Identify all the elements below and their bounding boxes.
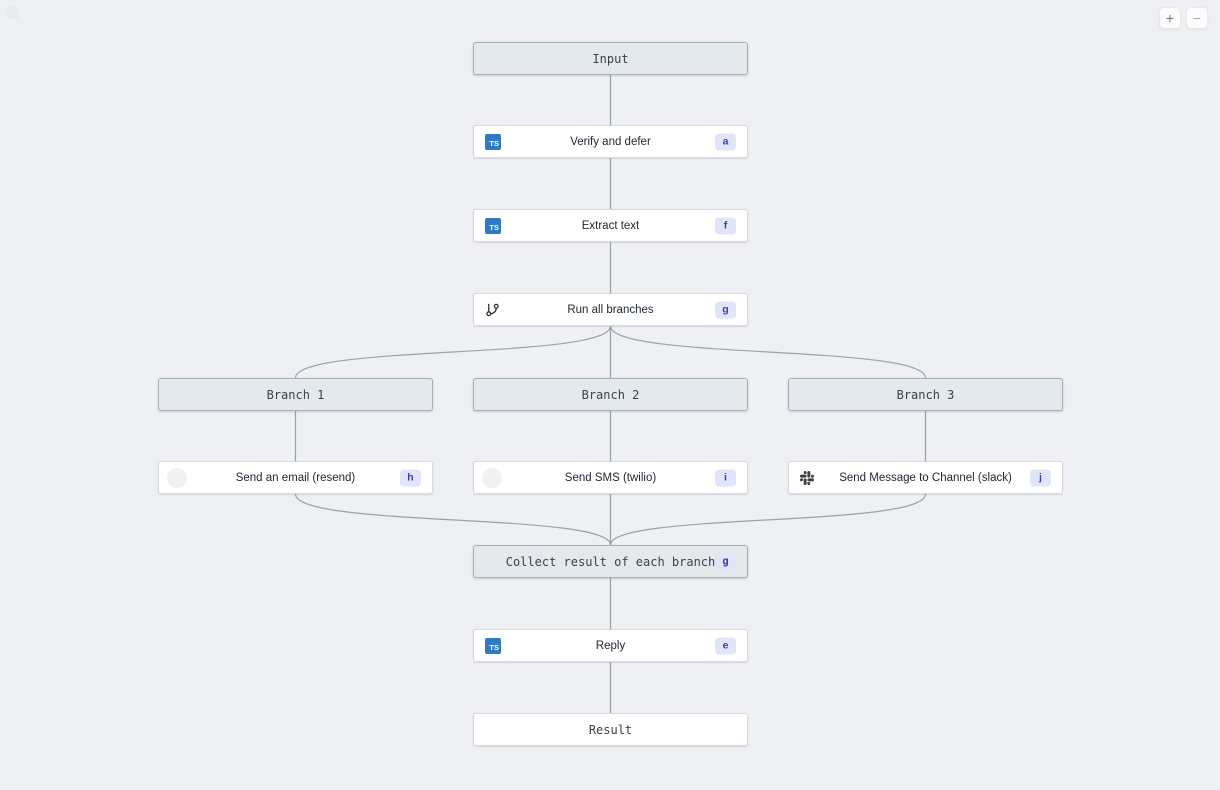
twilio-icon <box>482 467 502 488</box>
node-collect-results-label: Collect result of each branch <box>505 554 716 569</box>
node-extract-text-label: Extract text <box>581 219 640 232</box>
step-key-badge: f <box>715 217 736 234</box>
step-key-badge: g <box>715 301 736 318</box>
typescript-icon: TS <box>485 217 501 234</box>
step-key-badge: i <box>715 469 736 486</box>
node-send-slack[interactable]: Send Message to Channel (slack) j <box>788 461 1063 494</box>
node-send-slack-label: Send Message to Channel (slack) <box>839 471 1012 484</box>
resend-icon <box>167 467 187 488</box>
node-branch-1-label: Branch 1 <box>266 387 325 402</box>
node-branch-2-label: Branch 2 <box>581 387 640 402</box>
node-verify-and-defer[interactable]: TS Verify and defer a <box>473 125 748 158</box>
node-input-label: Input <box>592 51 629 66</box>
node-reply[interactable]: TS Reply e <box>473 629 748 662</box>
zoom-in-button[interactable]: + <box>1159 7 1181 29</box>
slack-icon <box>800 470 814 485</box>
node-result-label: Result <box>588 722 633 737</box>
step-key-badge: e <box>715 637 736 654</box>
step-key-badge: j <box>1030 469 1051 486</box>
plus-icon: + <box>1165 10 1175 26</box>
node-collect-results[interactable]: Collect result of each branch g <box>473 545 748 578</box>
app-logo-placeholder <box>6 6 19 19</box>
node-result[interactable]: Result <box>473 713 748 746</box>
node-branch-3[interactable]: Branch 3 <box>788 378 1063 411</box>
node-verify-and-defer-label: Verify and defer <box>570 135 651 148</box>
git-branch-icon <box>485 302 500 317</box>
node-reply-label: Reply <box>595 639 626 652</box>
zoom-out-button[interactable]: − <box>1186 7 1208 29</box>
step-key-badge: g <box>715 553 736 570</box>
typescript-icon: TS <box>485 133 501 150</box>
node-branch-1[interactable]: Branch 1 <box>158 378 433 411</box>
node-send-sms[interactable]: Send SMS (twilio) i <box>473 461 748 494</box>
node-branch-3-label: Branch 3 <box>896 387 955 402</box>
node-send-sms-label: Send SMS (twilio) <box>564 471 657 484</box>
node-extract-text[interactable]: TS Extract text f <box>473 209 748 242</box>
node-send-email[interactable]: Send an email (resend) h <box>158 461 433 494</box>
node-input[interactable]: Input <box>473 42 748 75</box>
step-key-badge: a <box>715 133 736 150</box>
typescript-icon: TS <box>485 637 501 654</box>
node-run-all-branches[interactable]: Run all branches g <box>473 293 748 326</box>
node-run-all-branches-label: Run all branches <box>567 303 654 316</box>
node-send-email-label: Send an email (resend) <box>235 471 356 484</box>
minus-icon: − <box>1192 10 1202 26</box>
node-branch-2[interactable]: Branch 2 <box>473 378 748 411</box>
step-key-badge: h <box>400 469 421 486</box>
